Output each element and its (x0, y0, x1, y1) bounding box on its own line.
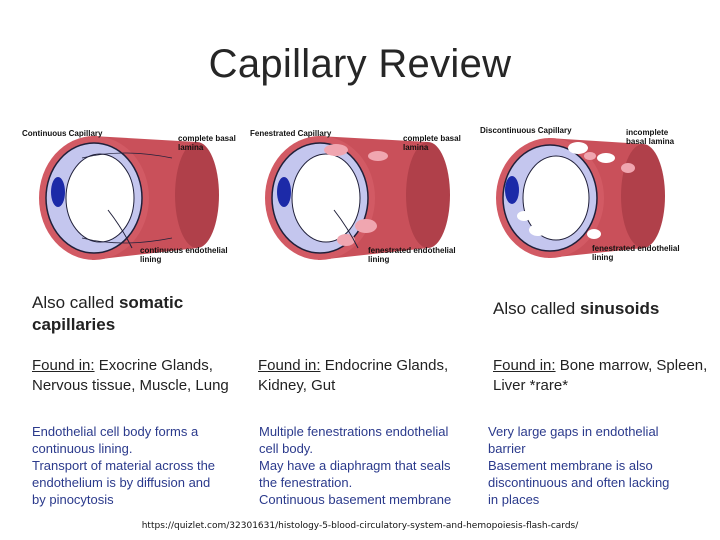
found-in-label: Found in: (258, 357, 321, 374)
fenestrated-capillary-diagram: Fenestrated Capillary complete basal lam… (248, 118, 480, 278)
found-in-bone-marrow: Found in: Bone marrow, Spleen, Liver *ra… (493, 356, 708, 396)
description-line: in places (488, 492, 540, 507)
description-line: continuous lining. (32, 441, 133, 456)
fenestrated-description: Multiple fenestrations endothelial cell … (259, 423, 491, 508)
description-line: Very large gaps in endothelial (488, 424, 659, 439)
also-called-prefix: Also called (32, 293, 119, 312)
description-line: endothelium is by diffusion and (32, 475, 211, 490)
continuous-capillary-title: Continuous Capillary (22, 129, 103, 138)
page-title: Capillary Review (208, 42, 512, 86)
also-called-prefix: Also called (493, 299, 580, 318)
fenestrated-bottom-label: fenestrated endothelial lining (368, 246, 456, 264)
description-line: May have a diaphragm that seals (259, 458, 451, 473)
also-called-term: sinusoids (579, 299, 660, 318)
continuous-top-label: complete basal lamina (178, 134, 236, 152)
found-in-endocrine: Found in: Endocrine Glands, Kidney, Gut (258, 356, 478, 396)
also-called-somatic: Also called somatic capillaries (32, 292, 232, 336)
description-line: the fenestration. (259, 475, 353, 490)
fenestrated-top-label: complete basal lamina (403, 134, 461, 152)
also-called-sinusoids: Also called sinusoids (493, 298, 713, 320)
found-in-exocrine: Found in: Exocrine Glands, Nervous tissu… (32, 356, 267, 396)
description-line: Transport of material across the (32, 458, 216, 473)
description-line: Basement membrane is also (488, 458, 653, 473)
found-in-label: Found in: (493, 357, 556, 374)
description-line: by pinocytosis (32, 492, 114, 507)
continuous-bottom-label: continuous endothelial lining (140, 246, 228, 264)
discontinuous-capillary-diagram: Discontinuous Capillary incomplete basal… (478, 118, 710, 278)
description-line: cell body. (259, 441, 313, 456)
description-line: Continuous basement membrane (259, 492, 452, 507)
found-in-text: Exocrine Glands, Nervous tissue, Muscle,… (32, 357, 229, 394)
found-in-label: Found in: (32, 357, 95, 374)
source-url[interactable]: https://quizlet.com/32301631/histology-5… (141, 521, 579, 531)
found-in-text: Endocrine Glands, Kidney, Gut (258, 357, 449, 394)
description-line: Endothelial cell body forms a (32, 424, 199, 439)
continuous-description: Endothelial cell body forms a continuous… (32, 423, 264, 508)
discontinuous-bottom-label: fenestrated endothelial lining (592, 244, 680, 262)
discontinuous-capillary-title: Discontinuous Capillary (480, 126, 572, 135)
fenestrated-capillary-title: Fenestrated Capillary (250, 129, 332, 138)
discontinuous-description: Very large gaps in endothelial barrier B… (488, 423, 720, 508)
found-in-text: Bone marrow, Spleen, Liver *rare* (493, 357, 708, 394)
description-line: Multiple fenestrations endothelial (259, 424, 449, 439)
description-line: barrier (488, 441, 526, 456)
continuous-capillary-diagram: Continuous Capillary complete basal lami… (22, 118, 254, 278)
also-called-term: somatic capillaries (32, 293, 184, 334)
description-line: discontinuous and often lacking (488, 475, 670, 490)
discontinuous-top-label: incomplete basal lamina (626, 128, 675, 146)
